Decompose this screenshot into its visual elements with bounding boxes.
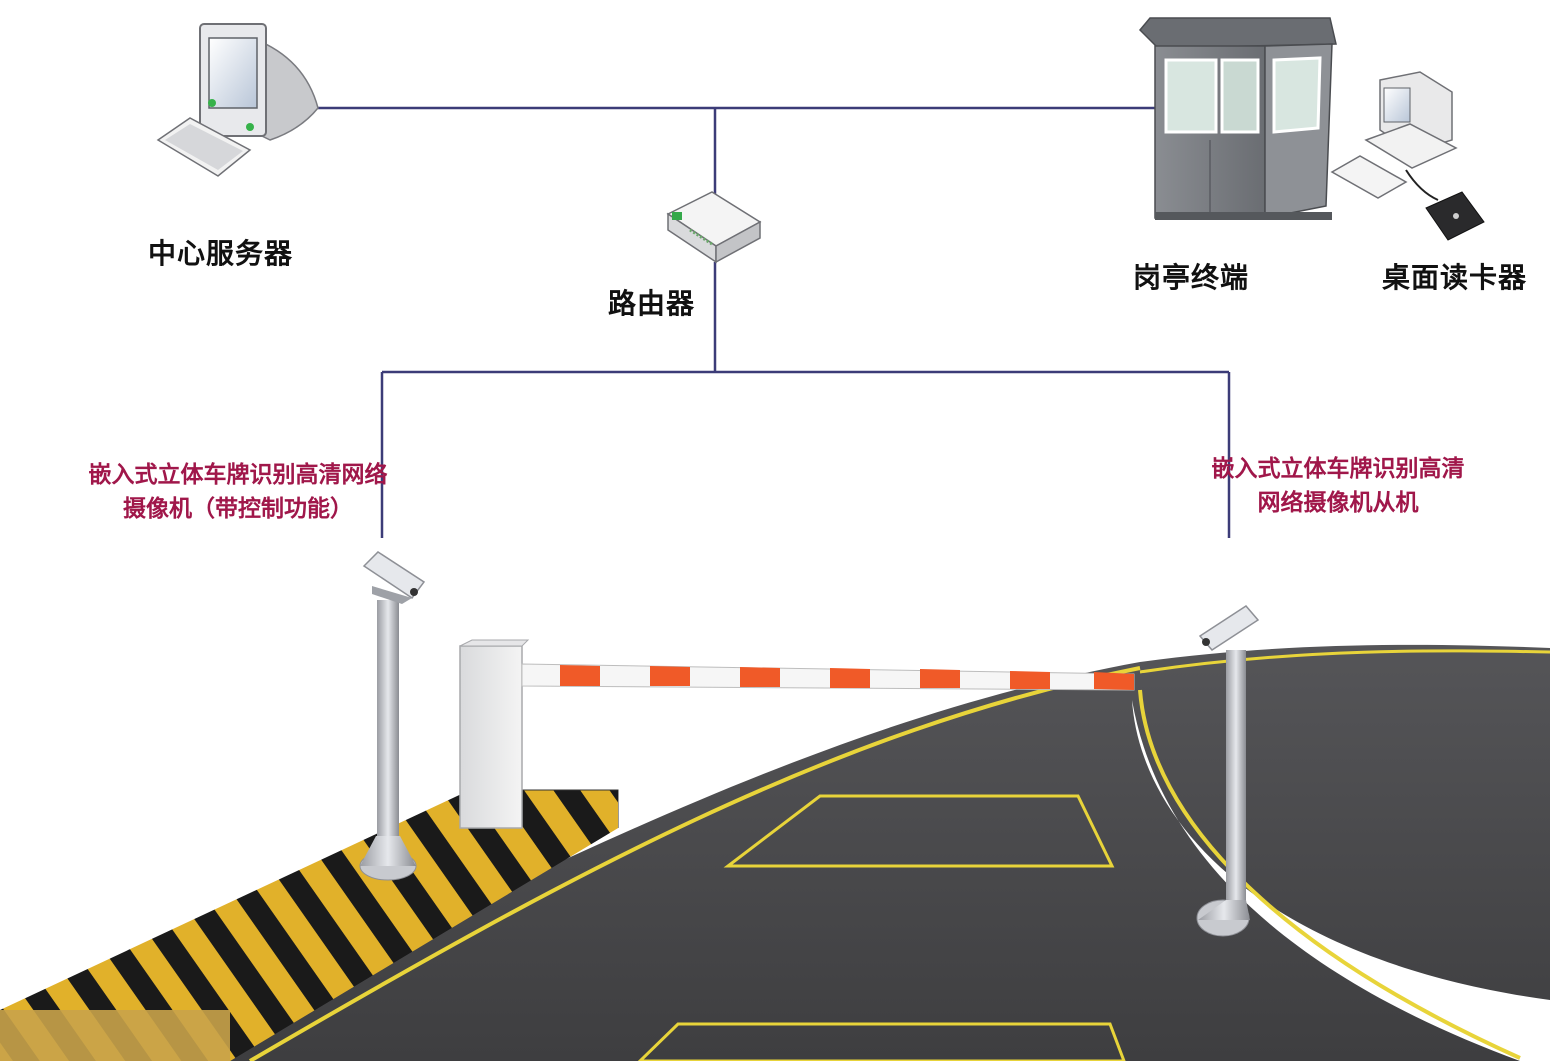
desktop-reader-icon: [1330, 71, 1485, 241]
router-label: 路由器: [608, 287, 696, 320]
right-camera-label-line2: 网络摄像机从机: [1257, 490, 1419, 516]
camera-icon: [359, 551, 426, 881]
left-camera-label-line1: 嵌入式立体车牌识别高清网络: [88, 462, 388, 488]
left-camera-label: 嵌入式立体车牌识别高清网络 摄像机（带控制功能）: [58, 458, 418, 526]
guard-booth-label: 岗亭终端: [1133, 261, 1250, 294]
road-scene: [150, 644, 1550, 1061]
desktop-computer-icon: [156, 23, 319, 177]
center-server-label: 中心服务器: [148, 237, 294, 270]
desktop-reader-label: 桌面读卡器: [1382, 261, 1528, 294]
network-lines: [318, 106, 1231, 538]
camera-icon: [1196, 605, 1260, 937]
right-camera-label-line1: 嵌入式立体车牌识别高清: [1211, 456, 1465, 482]
right-camera-label: 嵌入式立体车牌识别高清 网络摄像机从机: [1186, 452, 1490, 520]
barrier-gate-icon: [459, 639, 1135, 829]
left-camera-label-line2: 摄像机（带控制功能）: [123, 496, 353, 522]
router-icon: [666, 191, 762, 264]
guard-booth-icon: [1138, 17, 1337, 220]
